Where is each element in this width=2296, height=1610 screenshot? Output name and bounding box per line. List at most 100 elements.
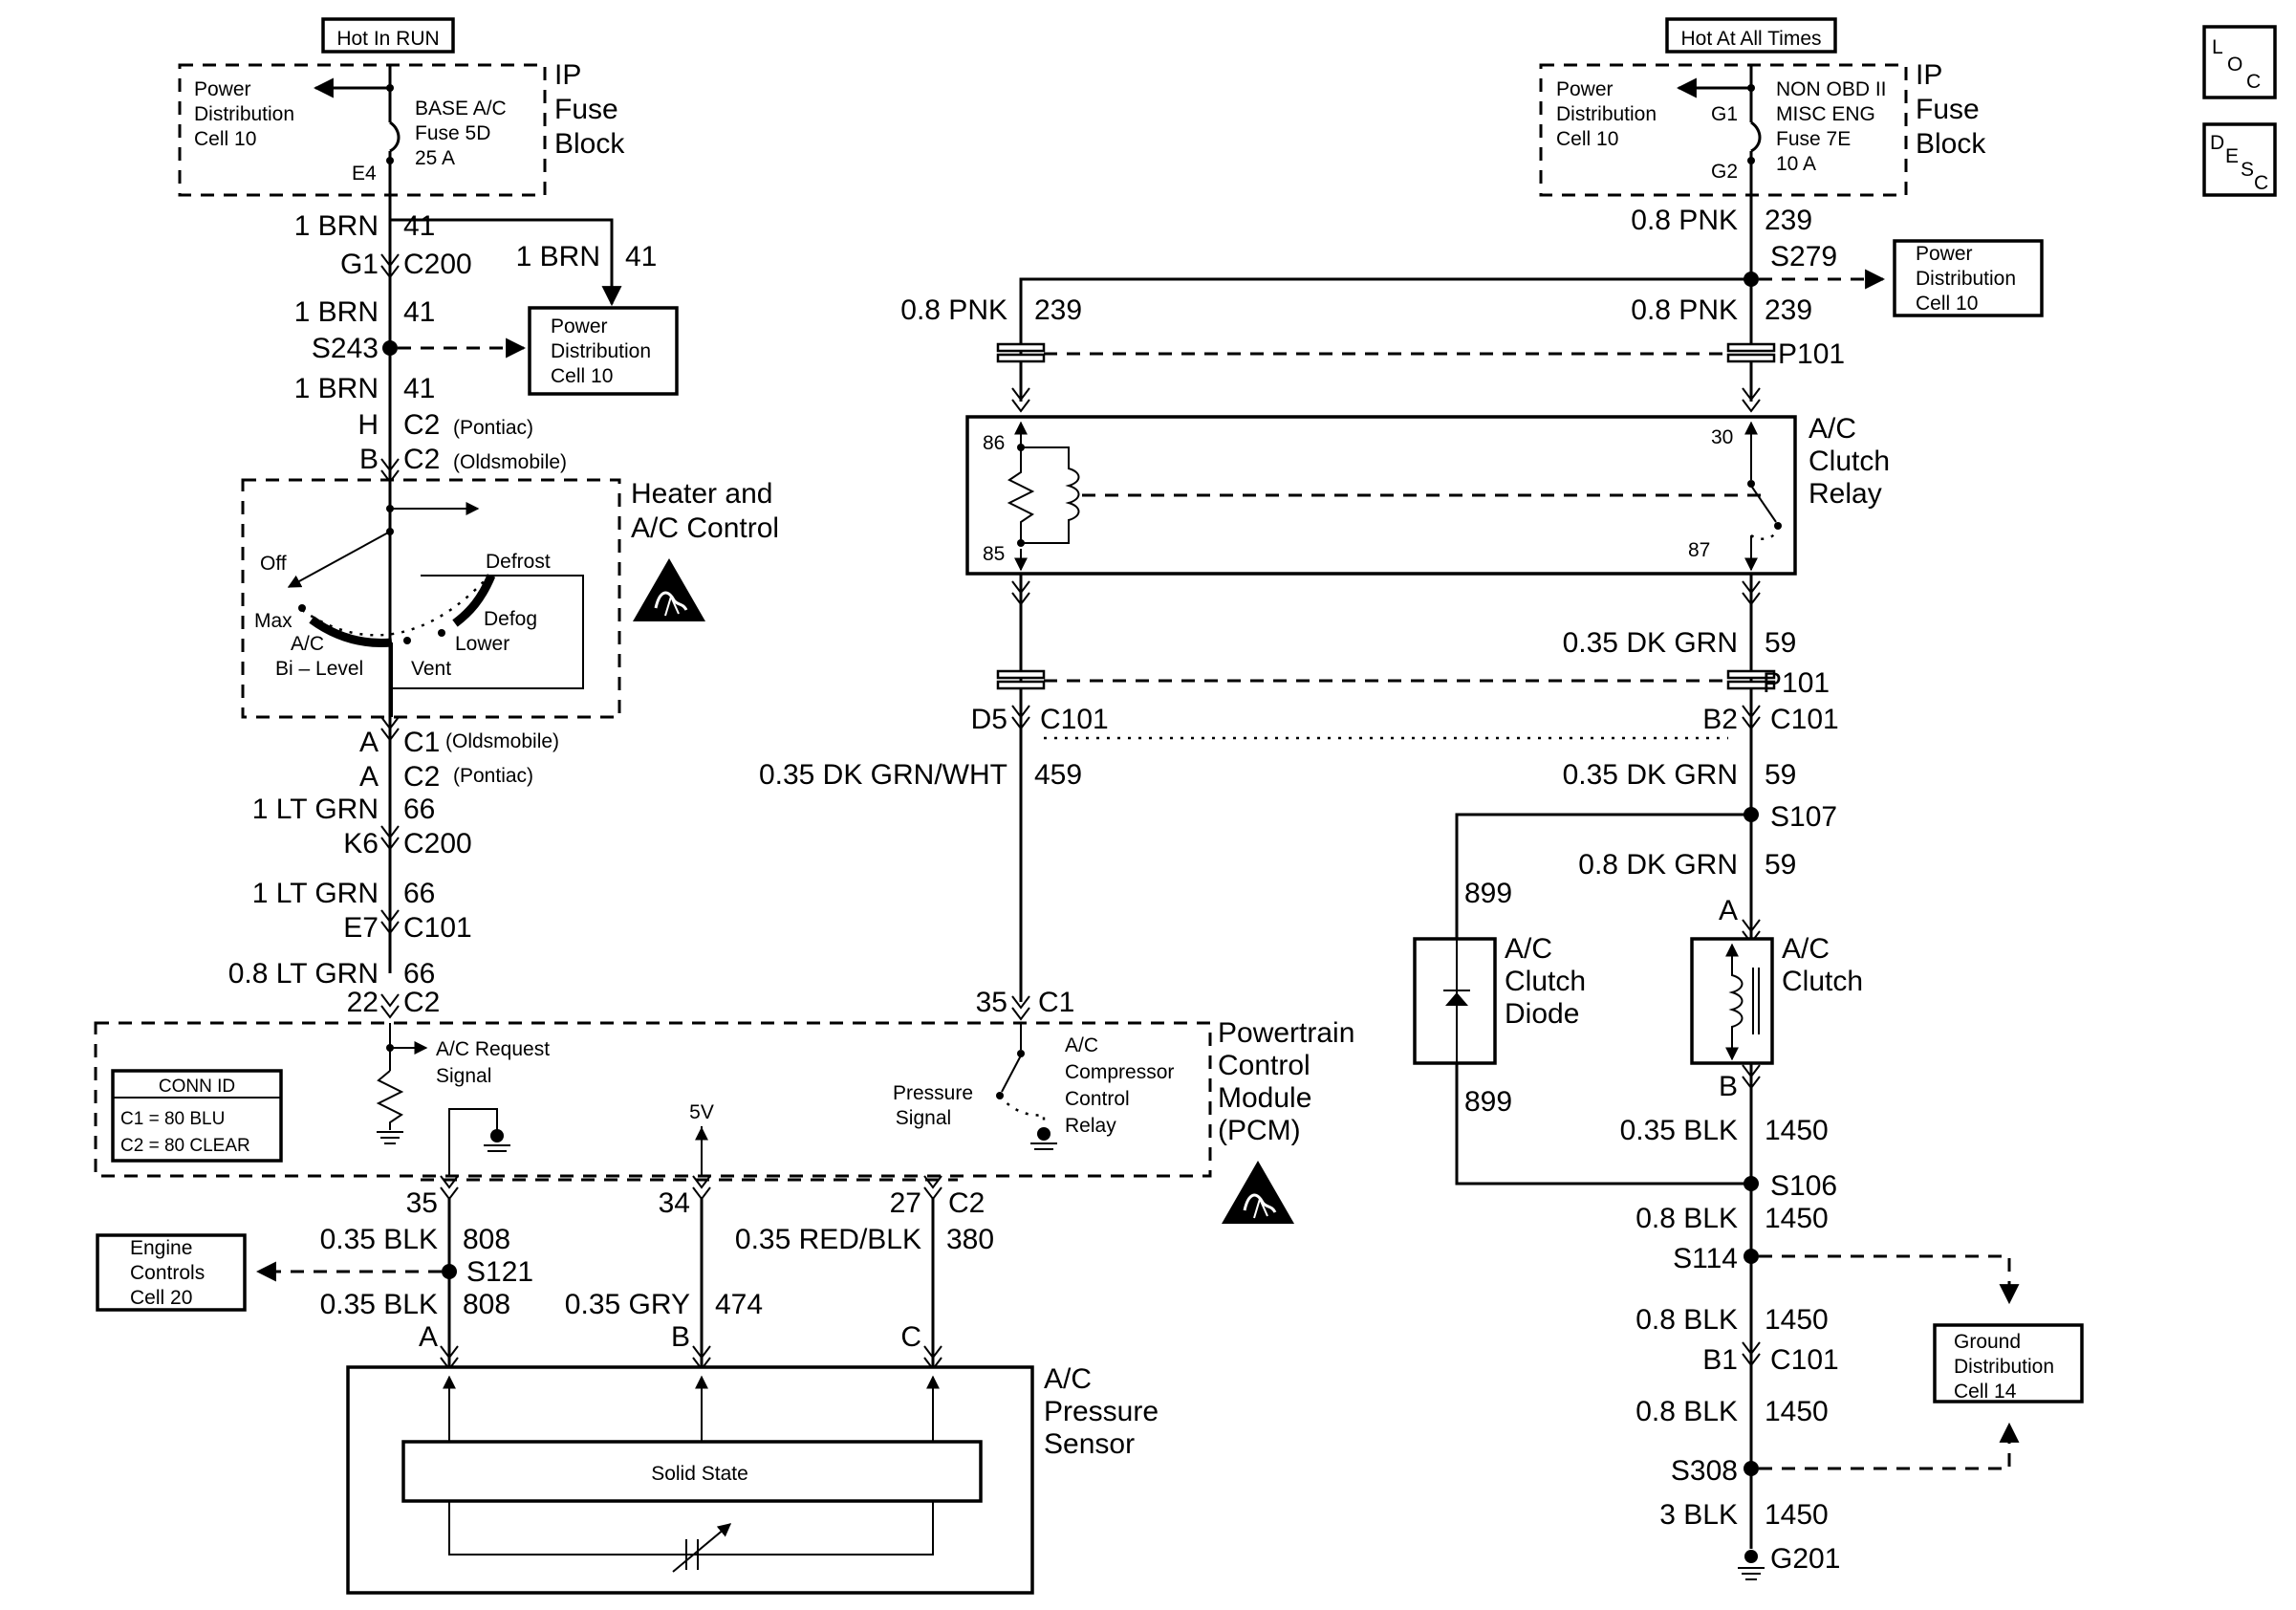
pcm-pressure-signal-label: Pressure Signal <box>893 1082 973 1129</box>
left-ip-fuse-block <box>178 63 547 197</box>
connector-c200-k6: K6 C200 <box>343 828 471 859</box>
wire-035dkgrnwht-459: 0.35 DK GRN/WHT 459 <box>759 759 1082 791</box>
svg-text:Distribution: Distribution <box>194 103 294 125</box>
svg-text:Defrost: Defrost <box>486 551 551 573</box>
svg-text:BASE A/C: BASE A/C <box>415 98 507 120</box>
ac-pressure-sensor-title: A/C Pressure Sensor <box>1044 1363 1159 1460</box>
svg-text:Powertrain: Powertrain <box>1218 1017 1354 1049</box>
ac-clutch-diode-title: A/C Clutch Diode <box>1505 933 1586 1030</box>
svg-text:59: 59 <box>1765 759 1796 791</box>
connector-c2-oldsmobile: B C2 (Oldsmobile) <box>359 444 567 475</box>
wire-08blk-1450-c: 0.8 BLK 1450 <box>1635 1396 1829 1427</box>
power-distribution-box-right: Power Distribution Cell 10 <box>1893 239 2044 317</box>
svg-text:Lower: Lower <box>455 633 509 655</box>
svg-text:CONN ID: CONN ID <box>159 1077 235 1097</box>
svg-text:1 LT GRN: 1 LT GRN <box>252 794 379 825</box>
svg-text:B: B <box>671 1321 690 1353</box>
svg-text:Fuse 5D: Fuse 5D <box>415 122 490 144</box>
svg-text:Cell 10: Cell 10 <box>1916 293 1978 315</box>
svg-text:G2: G2 <box>1711 161 1738 183</box>
left-fuse-block-title: IP Fuse Block <box>554 59 625 160</box>
clutch-pinB-label: B <box>1719 1071 1738 1102</box>
svg-text:Fuse: Fuse <box>1916 94 1980 125</box>
svg-text:0.35 DK GRN/WHT: 0.35 DK GRN/WHT <box>759 759 1007 791</box>
svg-text:G201: G201 <box>1770 1543 1840 1575</box>
svg-text:G1: G1 <box>1711 103 1738 125</box>
connector-c2-22-glyph <box>380 993 400 1018</box>
left-fuse-pd-text: Power Distribution Cell 10 <box>194 78 294 150</box>
heater-ac-control-box <box>241 478 621 719</box>
svg-text:1450: 1450 <box>1765 1396 1829 1427</box>
pcm-c2-pins: 35 34 27 C2 <box>406 1187 986 1219</box>
svg-text:C2: C2 <box>403 761 440 793</box>
wire-035dkgrn-59-b: 0.35 DK GRN 59 <box>1563 759 1797 791</box>
svg-text:1 BRN: 1 BRN <box>294 296 379 328</box>
wire-035redblk-380: 0.35 RED/BLK 380 C <box>735 1224 994 1353</box>
svg-text:Relay: Relay <box>1065 1115 1116 1137</box>
svg-text:Power: Power <box>551 315 608 337</box>
svg-text:0.35 RED/BLK: 0.35 RED/BLK <box>735 1224 921 1255</box>
svg-text:0.35 DK GRN: 0.35 DK GRN <box>1563 759 1738 791</box>
svg-text:41: 41 <box>403 296 435 328</box>
connector-c101-b1: B1 C101 <box>1702 1344 1838 1376</box>
svg-text:K6: K6 <box>343 828 379 859</box>
svg-text:Cell 10: Cell 10 <box>1556 128 1618 150</box>
svg-text:A/C: A/C <box>1782 933 1830 965</box>
svg-text:Off: Off <box>260 553 287 575</box>
ac-clutch-relay-title: A/C Clutch Relay <box>1809 413 1890 510</box>
svg-text:22: 22 <box>347 987 379 1018</box>
svg-text:Power: Power <box>1916 243 1973 265</box>
svg-text:Control: Control <box>1065 1088 1130 1110</box>
svg-text:1 LT GRN: 1 LT GRN <box>252 878 379 909</box>
connector-c2-pontiac-lower: A C2 (Pontiac) <box>359 761 533 793</box>
connector-c101-e7: E7 C101 <box>343 912 471 944</box>
svg-text:S106: S106 <box>1770 1170 1837 1202</box>
esd-warning-icon-pcm <box>1220 1159 1296 1226</box>
svg-text:H: H <box>357 409 379 441</box>
svg-text:E: E <box>2225 145 2239 167</box>
svg-text:27: 27 <box>890 1187 921 1219</box>
svg-text:459: 459 <box>1034 759 1082 791</box>
wire-035blk-808-b: 0.35 BLK 808 A <box>320 1289 511 1353</box>
svg-text:Pressure: Pressure <box>893 1082 973 1104</box>
svg-text:1 BRN: 1 BRN <box>294 210 379 242</box>
svg-text:IP: IP <box>1916 59 1942 91</box>
svg-text:474: 474 <box>715 1289 763 1320</box>
branch-to-pd <box>390 218 622 307</box>
svg-text:41: 41 <box>625 241 657 272</box>
wire-3blk-1450: 3 BLK 1450 <box>1659 1499 1828 1531</box>
svg-text:34: 34 <box>659 1187 690 1219</box>
left-fuse-icon <box>386 65 401 195</box>
svg-text:30: 30 <box>1711 426 1733 448</box>
svg-text:Max: Max <box>254 610 292 632</box>
ac-clutch-relay-pins: 86 85 30 87 <box>983 426 1733 565</box>
svg-text:0.8 BLK: 0.8 BLK <box>1635 1304 1738 1336</box>
svg-text:5V: 5V <box>689 1101 714 1123</box>
connector-c200-label: G1 C200 <box>340 249 472 280</box>
ac-pressure-sensor-box: Solid State <box>346 1365 1034 1595</box>
wire-899-b-label: 899 <box>1464 1086 1512 1118</box>
svg-text:0.8 BLK: 0.8 BLK <box>1635 1396 1738 1427</box>
connector-c101-d5: D5 C101 <box>971 704 1109 735</box>
svg-text:380: 380 <box>946 1224 994 1255</box>
svg-text:Clutch: Clutch <box>1809 446 1890 477</box>
svg-text:D5: D5 <box>971 704 1007 735</box>
svg-text:(Oldsmobile): (Oldsmobile) <box>445 730 559 752</box>
ac-clutch <box>1690 937 1774 1065</box>
svg-text:0.35 GRY: 0.35 GRY <box>565 1289 690 1320</box>
svg-text:808: 808 <box>463 1224 510 1255</box>
svg-text:0.8 PNK: 0.8 PNK <box>1631 294 1738 326</box>
pcm-box <box>94 1021 1212 1178</box>
desc-icon: D E S C <box>2202 122 2277 197</box>
wire-1brn-41-b: 1 BRN 41 <box>294 296 436 328</box>
svg-text:Clutch: Clutch <box>1782 966 1863 997</box>
ac-clutch-title: A/C Clutch <box>1782 933 1863 997</box>
svg-text:C101: C101 <box>1770 704 1839 735</box>
svg-text:Ground: Ground <box>1954 1331 2021 1353</box>
svg-text:Fuse 7E: Fuse 7E <box>1776 128 1851 150</box>
wire-1brn-41-c: 1 BRN 41 <box>294 373 436 404</box>
wire-08pnk-239-right: 0.8 PNK 239 <box>1631 294 1812 326</box>
wire-035blk-1450: 0.35 BLK 1450 <box>1620 1115 1829 1146</box>
splice-s279: S279 <box>1744 241 1837 287</box>
